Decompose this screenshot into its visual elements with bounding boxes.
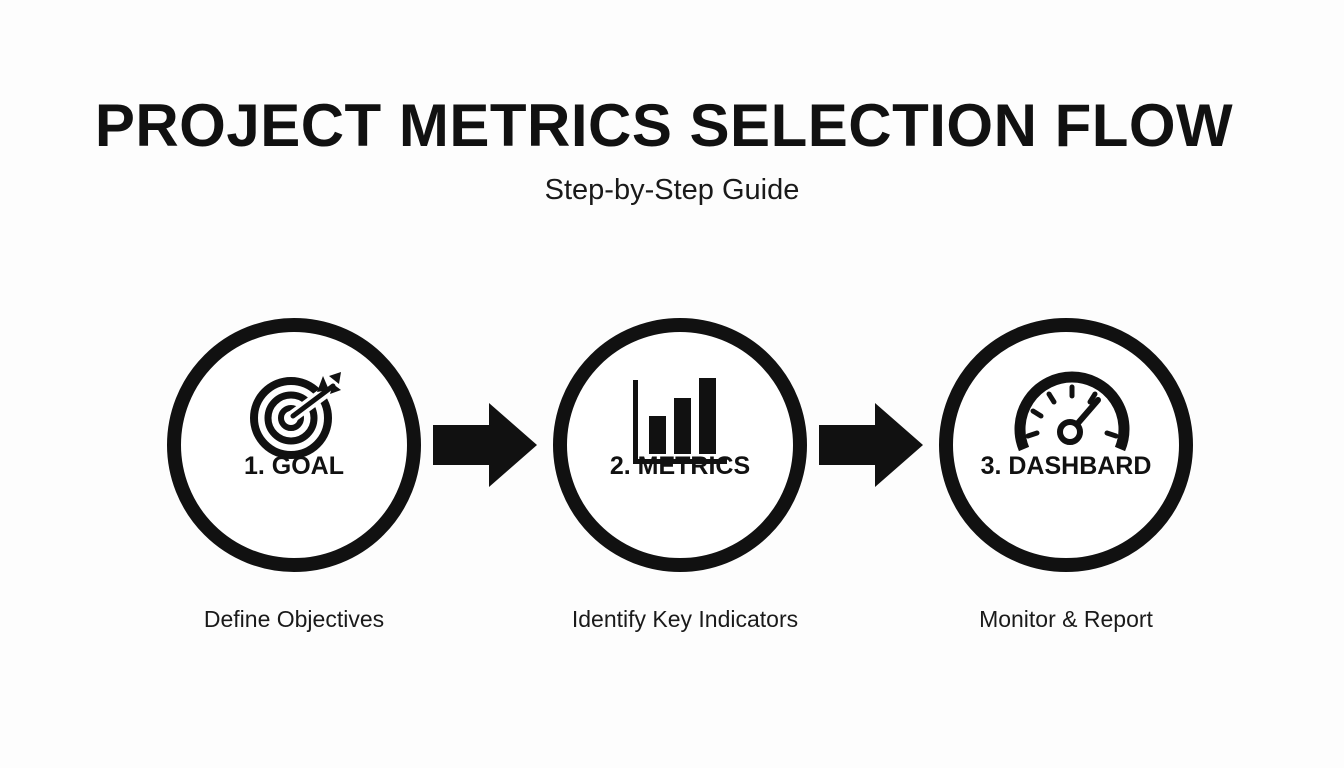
step-1-description: Define Objectives	[203, 606, 385, 632]
step-2-circle: 2. METRICS	[553, 318, 807, 572]
bar-chart-icon	[633, 378, 727, 464]
page-subtitle: Step-by-Step Guide	[544, 174, 800, 206]
arrow-right-icon	[819, 403, 923, 487]
page-title: PROJECT METRICS SELECTION FLOW	[94, 92, 1234, 159]
step-2-label: 2. METRICS	[609, 452, 751, 480]
arrow-right-icon	[433, 403, 537, 487]
gauge-icon	[1014, 371, 1130, 452]
step-3-circle: 3. DASHBARD	[939, 318, 1193, 572]
target-icon	[250, 372, 341, 459]
step-3-description: Monitor & Report	[979, 606, 1153, 632]
step-1-circle: 1. GOAL	[167, 318, 421, 572]
step-3-label: 3. DASHBARD	[980, 452, 1152, 480]
step-2-description: Identify Key Indicators	[571, 606, 799, 632]
step-1-label: 1. GOAL	[243, 452, 344, 480]
